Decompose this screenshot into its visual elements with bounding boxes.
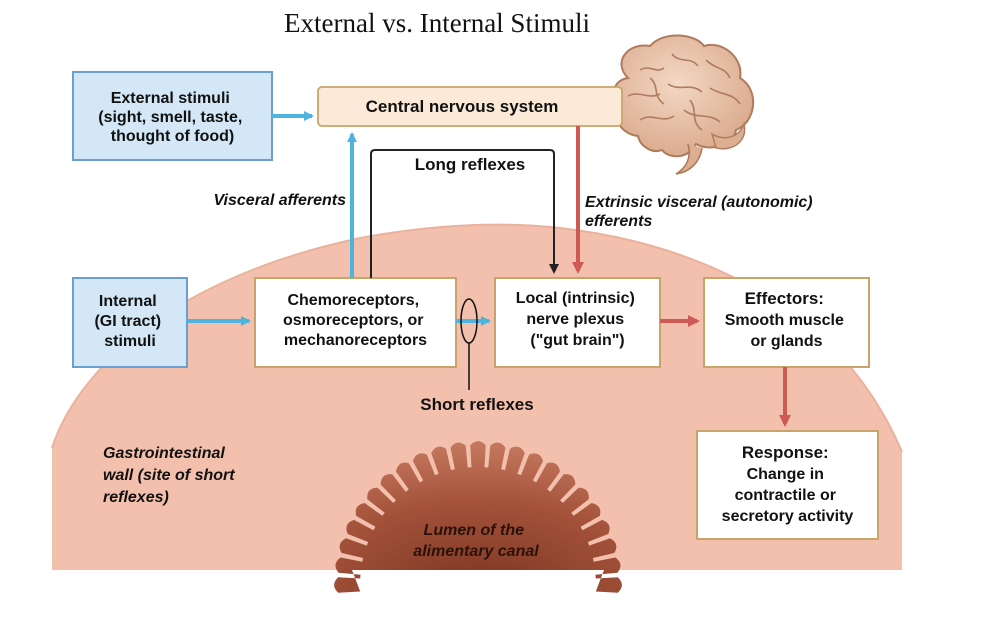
nerve-plexus-line-1: Local (intrinsic)	[516, 290, 635, 307]
gi-wall-label: Gastrointestinal wall (site of short ref…	[103, 445, 239, 506]
effectors-line-2: Smooth muscle	[725, 312, 844, 329]
long-reflexes-label-bg	[398, 155, 543, 175]
gi-wall-line-1: Gastrointestinal	[103, 445, 225, 462]
response-heading: Response:	[742, 443, 829, 462]
svg-text:Local (intrinsic) nerve: Local (intrinsic) nerve plexus ("gut bra…	[516, 290, 640, 349]
receptors-box: Chemoreceptors, osmoreceptors, or mechan…	[254, 277, 457, 368]
efferents-line-1: Extrinsic visceral (autonomic)	[585, 194, 813, 211]
svg-text:Internal (GI tract): Internal (GI tract) stimuli	[94, 293, 165, 350]
response-box: Response: Change in contractile or secre…	[696, 430, 879, 540]
svg-text:Effectors: Smooth muscle: Effectors: Smooth muscle or glands	[725, 289, 849, 350]
nerve-plexus-line-2: nerve plexus	[526, 311, 624, 328]
response-line-2: Change in	[747, 466, 824, 483]
long-reflexes-label: Long reflexes	[415, 155, 526, 174]
cns-label: Central nervous system	[366, 97, 559, 116]
external-stimuli-line-1: External stimuli	[111, 90, 230, 107]
gi-wall-line-2: wall (site of short	[103, 467, 235, 484]
efferents-label: Extrinsic visceral (autonomic) efferents	[585, 194, 817, 230]
lumen-label: Lumen of the alimentary canal	[413, 522, 539, 560]
diagram-title: External vs. Internal Stimuli	[284, 8, 590, 38]
nerve-plexus-box: Local (intrinsic) nerve plexus ("gut bra…	[494, 277, 661, 368]
lumen	[334, 441, 622, 593]
lumen-villi	[334, 441, 622, 593]
receptors-line-1: Chemoreceptors,	[287, 292, 419, 309]
long-reflex-loop	[370, 149, 559, 278]
internal-stimuli-line-2: (GI tract)	[94, 313, 161, 330]
lumen-line-2: alimentary canal	[413, 543, 539, 560]
response-line-4: secretory activity	[722, 508, 854, 525]
cns-box: Central nervous system	[317, 86, 623, 127]
effectors-box: Effectors: Smooth muscle or glands	[703, 277, 870, 368]
external-stimuli-box: External stimuli (sight, smell, taste, t…	[72, 71, 273, 161]
response-line-3: contractile or	[735, 487, 836, 504]
svg-text:External stimuli (sight,: External stimuli (sight, smell, taste, t…	[98, 90, 247, 145]
receptors-line-3: mechanoreceptors	[284, 332, 427, 349]
internal-stimuli-line-1: Internal	[99, 293, 157, 310]
internal-stimuli-box: Internal (GI tract) stimuli	[72, 277, 188, 368]
external-stimuli-line-3: thought of food)	[111, 128, 235, 145]
svg-text:Chemoreceptors, osmorece: Chemoreceptors, osmoreceptors, or mechan…	[283, 292, 428, 349]
gi-wall-line-3: reflexes)	[103, 489, 169, 506]
effectors-line-3: or glands	[750, 333, 822, 350]
svg-text:Response: Change in: Response: Change in contractile or secre…	[722, 443, 854, 525]
short-reflex-marker	[460, 298, 478, 390]
lumen-line-1: Lumen of the	[424, 522, 525, 539]
internal-stimuli-line-3: stimuli	[104, 333, 156, 350]
nerve-plexus-line-3: ("gut brain")	[530, 332, 624, 349]
receptors-line-2: osmoreceptors, or	[283, 312, 423, 329]
external-stimuli-line-2: (sight, smell, taste,	[98, 109, 242, 126]
visceral-afferents-label: Visceral afferents	[213, 192, 346, 209]
brain-icon	[613, 34, 755, 175]
short-reflexes-label: Short reflexes	[420, 395, 533, 414]
efferents-line-2: efferents	[585, 213, 652, 230]
effectors-heading: Effectors:	[745, 289, 824, 308]
